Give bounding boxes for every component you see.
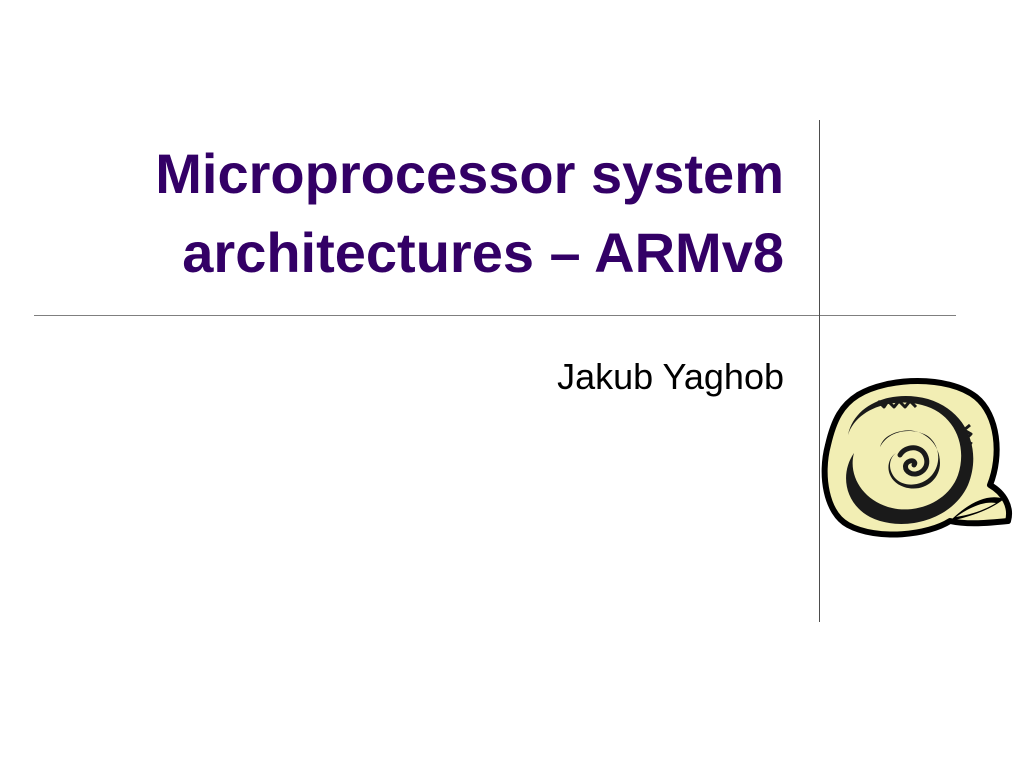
- slide-title-line-1: Microprocessor system: [155, 142, 784, 205]
- horizontal-divider: [34, 315, 956, 316]
- slide-title-line-2: architectures – ARMv8: [182, 221, 784, 284]
- vertical-divider: [819, 120, 820, 622]
- scroll-icon: [818, 375, 1014, 545]
- slide-subtitle-author: Jakub Yaghob: [557, 356, 784, 397]
